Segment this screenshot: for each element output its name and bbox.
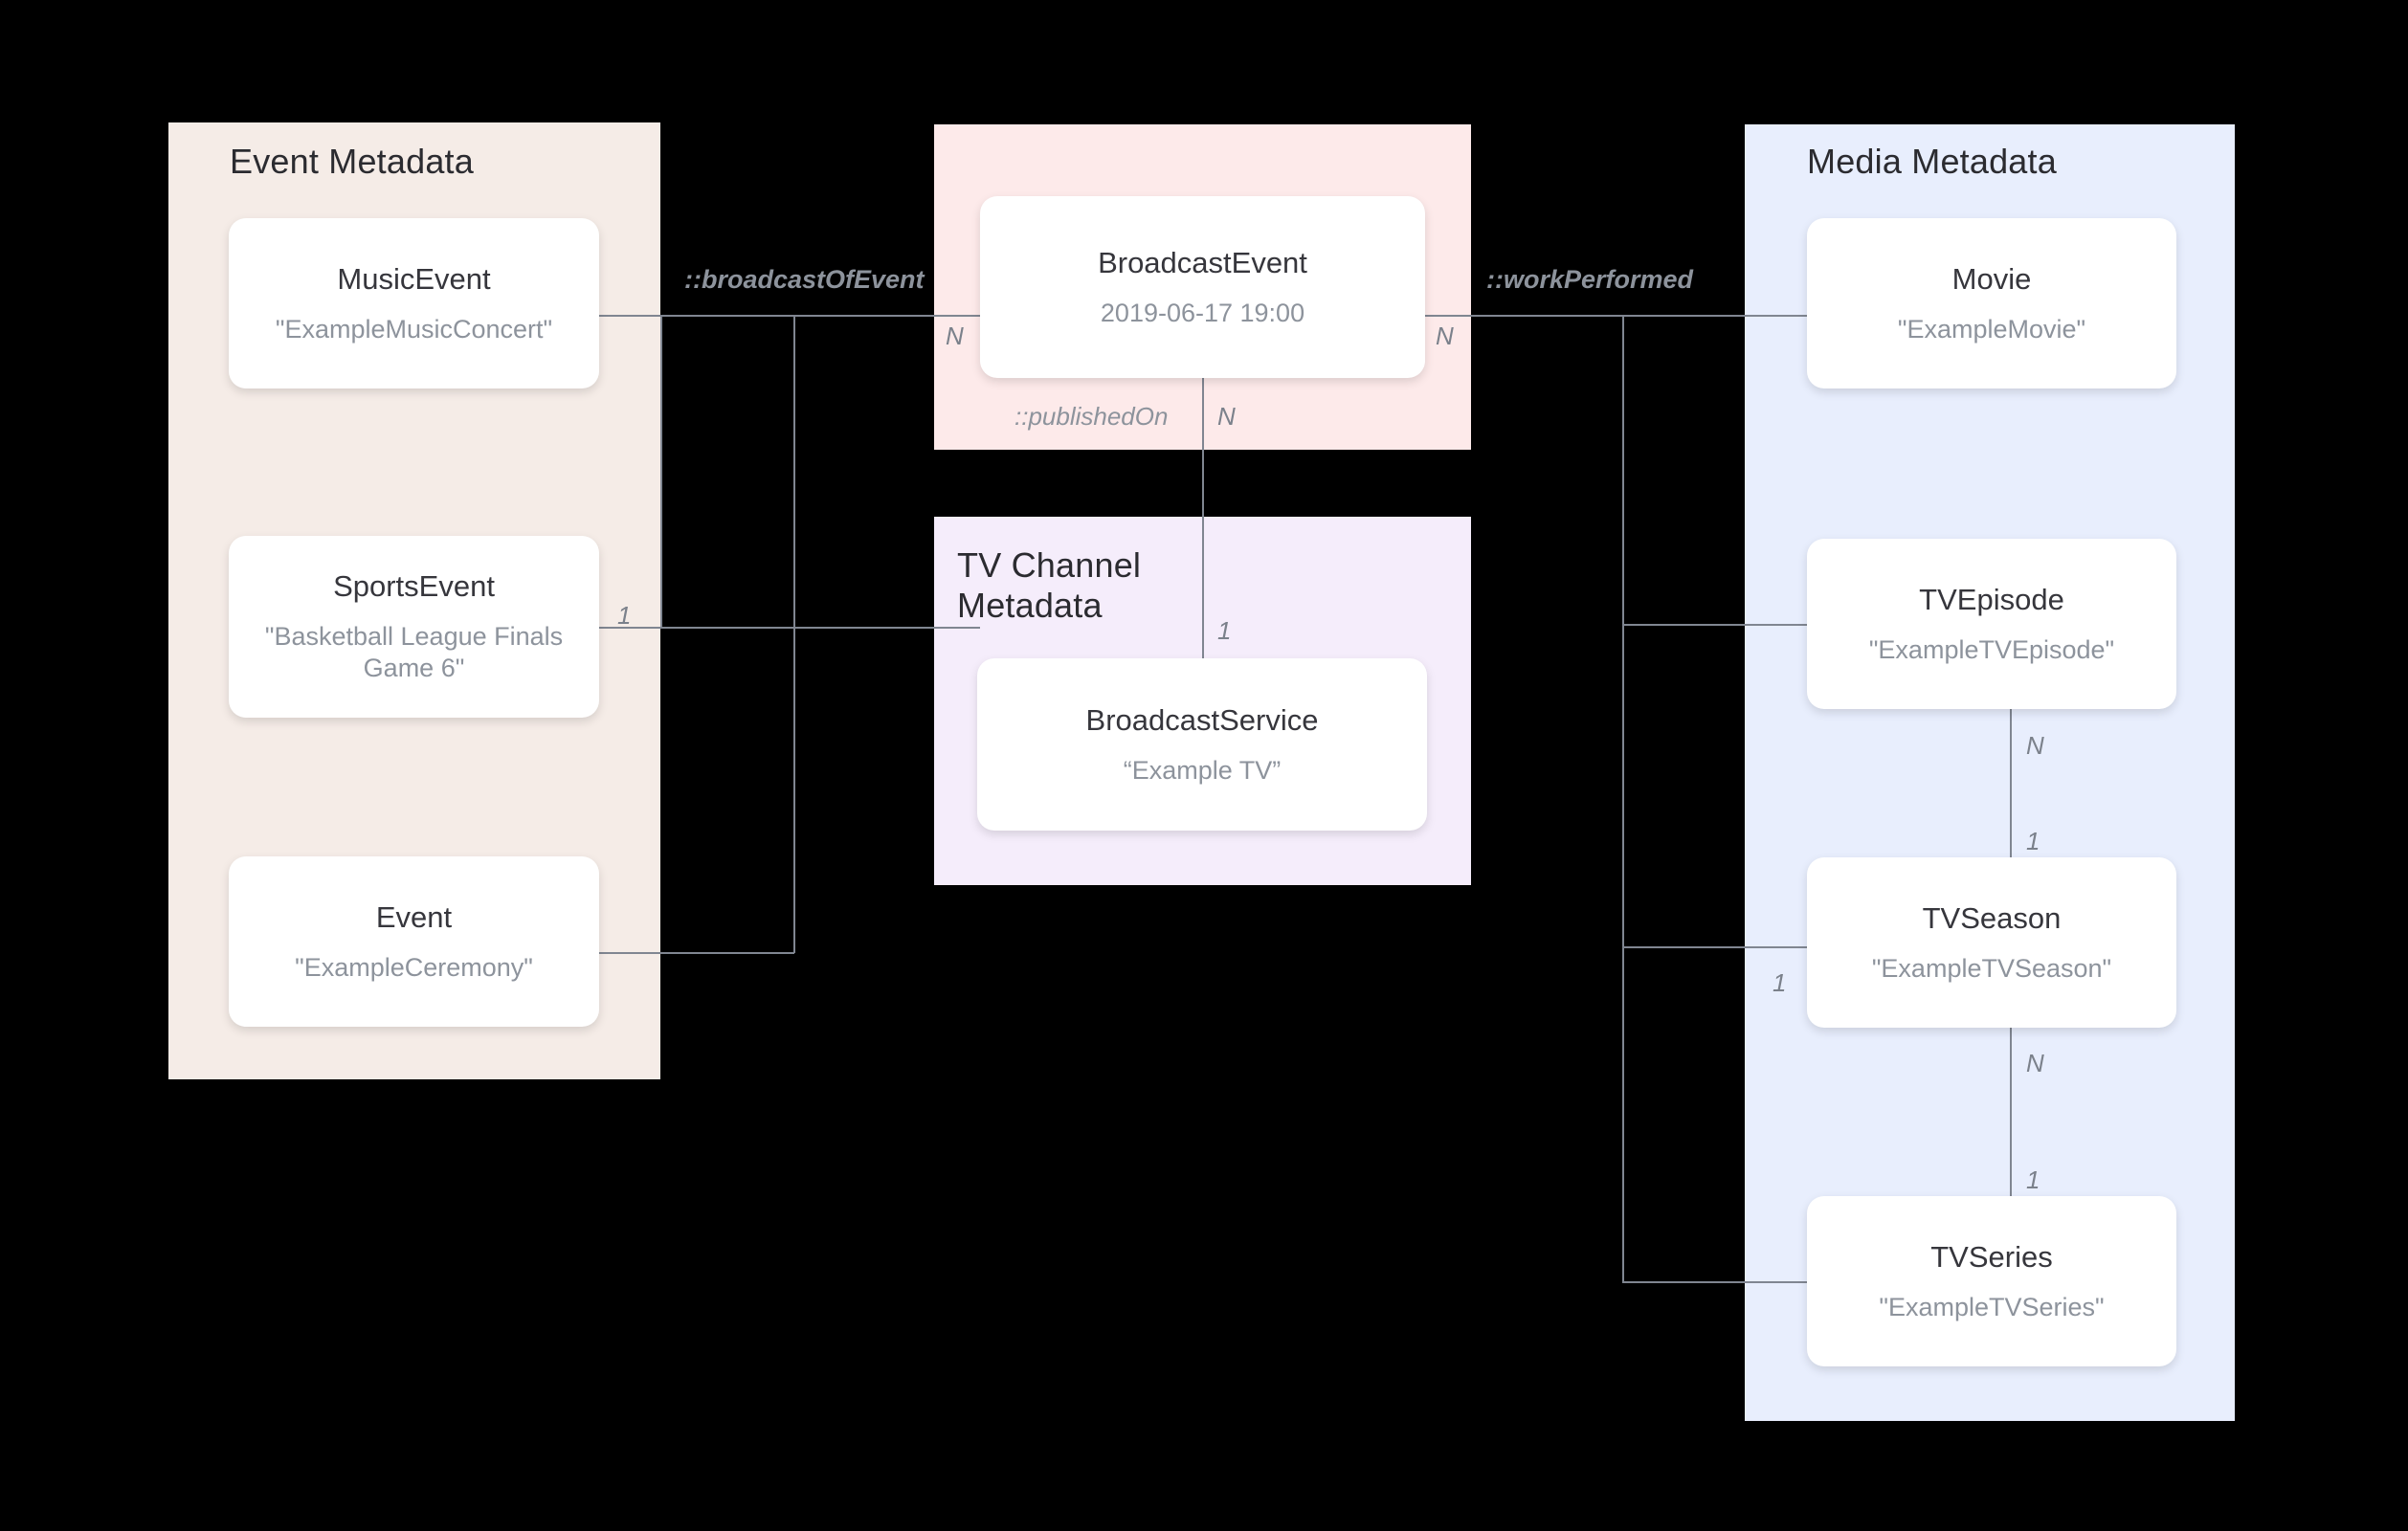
connector-event-to-rail <box>599 952 794 954</box>
edge-label-work-performed: ::workPerformed <box>1486 265 1694 294</box>
cardinality-broadcastevent-left-n: N <box>946 322 964 350</box>
node-tvseason[interactable]: TVSeason "ExampleTVSeason" <box>1807 857 2176 1028</box>
node-broadcastevent[interactable]: BroadcastEvent 2019-06-17 19:00 <box>980 196 1425 378</box>
cardinality-publishedon-n: N <box>1217 402 1236 431</box>
node-tvseries-value: "ExampleTVSeries" <box>1879 1292 2105 1321</box>
cardinality-publishedon-one: 1 <box>1217 616 1232 645</box>
cardinality-broadcastevent-right-n: N <box>1436 322 1454 350</box>
connector-rail-to-tvseries <box>1622 1281 1807 1283</box>
edge-label-published-on: ::publishedOn <box>1014 402 1169 431</box>
node-sportsevent-type: SportsEvent <box>333 568 495 603</box>
connector-rail-right <box>1622 315 1624 1282</box>
cardinality-tvseries-one: 1 <box>2026 1165 2040 1194</box>
node-event[interactable]: Event "ExampleCeremony" <box>229 856 599 1027</box>
cardinality-tvseason-n: N <box>2026 1049 2044 1077</box>
node-broadcastservice-type: BroadcastService <box>1085 702 1319 737</box>
node-movie[interactable]: Movie "ExampleMovie" <box>1807 218 2176 388</box>
connector-rail-to-tvepisode <box>1622 624 1807 626</box>
edge-label-broadcast-of-event: ::broadcastOfEvent <box>684 265 925 294</box>
node-broadcastservice[interactable]: BroadcastService “Example TV” <box>977 658 1427 831</box>
node-musicevent-type: MusicEvent <box>337 261 491 296</box>
node-tvseries[interactable]: TVSeries "ExampleTVSeries" <box>1807 1196 2176 1366</box>
node-event-value: "ExampleCeremony" <box>295 952 533 982</box>
node-musicevent[interactable]: MusicEvent "ExampleMusicConcert" <box>229 218 599 388</box>
node-tvepisode-value: "ExampleTVEpisode" <box>1868 634 2115 664</box>
connector-rail-left-outer <box>793 315 795 953</box>
cardinality-tvepisode-n: N <box>2026 731 2044 760</box>
node-broadcastevent-type: BroadcastEvent <box>1098 245 1307 279</box>
cardinality-sportsevent-one: 1 <box>617 601 632 630</box>
group-title-event-metadata: Event Metadata <box>230 142 474 181</box>
cardinality-tvseason-one: 1 <box>2026 827 2040 855</box>
node-movie-value: "ExampleMovie" <box>1897 314 2086 344</box>
node-broadcastevent-value: 2019-06-17 19:00 <box>1100 298 1305 327</box>
node-sportsevent[interactable]: SportsEvent "Basketball League Finals Ga… <box>229 536 599 718</box>
node-tvepisode[interactable]: TVEpisode "ExampleTVEpisode" <box>1807 539 2176 709</box>
connector-rail-to-tvseason <box>1622 946 1807 948</box>
cardinality-tvseason-left-one: 1 <box>1773 968 1787 997</box>
node-tvseries-type: TVSeries <box>1930 1239 2053 1274</box>
node-tvseason-type: TVSeason <box>1922 900 2062 935</box>
connector-rail-to-broadcastevent <box>660 315 980 317</box>
node-movie-type: Movie <box>1951 261 2032 296</box>
connector-tvseason-to-tvseries <box>2010 1028 2012 1196</box>
node-tvseason-value: "ExampleTVSeason" <box>1871 953 2112 983</box>
node-musicevent-value: "ExampleMusicConcert" <box>275 314 553 344</box>
connector-sportsevent-to-broadcastevent <box>599 627 980 629</box>
node-broadcastservice-value: “Example TV” <box>1123 755 1282 785</box>
connector-broadcastevent-to-broadcastservice <box>1202 378 1204 658</box>
group-title-tv-channel-metadata: TV Channel Metadata <box>957 545 1142 626</box>
node-tvepisode-type: TVEpisode <box>1919 582 2064 616</box>
connector-rail-left-inner <box>660 315 662 628</box>
node-event-type: Event <box>375 899 453 934</box>
group-title-media-metadata: Media Metadata <box>1807 142 2057 181</box>
connector-tvepisode-to-tvseason <box>2010 709 2012 857</box>
node-sportsevent-value: "Basketball League Finals Game 6" <box>264 621 564 683</box>
connector-broadcastevent-to-movie <box>1425 315 1807 317</box>
